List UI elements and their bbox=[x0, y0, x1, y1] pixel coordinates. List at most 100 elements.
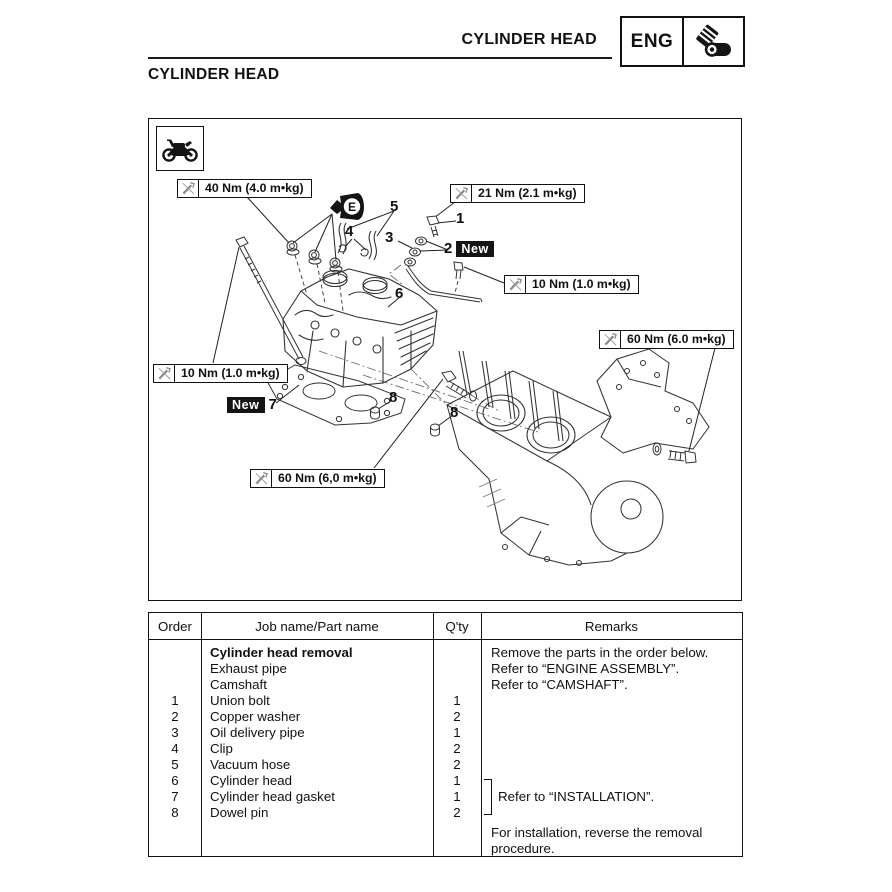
cell-name: Clip bbox=[210, 741, 233, 756]
cell-remark: Refer to “INSTALLATION”. bbox=[498, 789, 655, 804]
cell-order: 5 bbox=[171, 757, 179, 772]
new-badge: New bbox=[456, 241, 494, 257]
header-section-title: CYLINDER HEAD bbox=[461, 31, 597, 48]
cell-remark bbox=[481, 693, 742, 709]
col-header-remarks: Remarks bbox=[584, 618, 639, 634]
cell-remark bbox=[481, 725, 742, 741]
wrench-icon bbox=[251, 470, 272, 487]
cell-qty: 2 bbox=[453, 805, 461, 820]
cell-qty: 1 bbox=[453, 693, 461, 708]
torque-label-21nm: 21 Nm (2.1 m•kg) bbox=[450, 184, 585, 203]
table-row: 2 Copper washer 2 bbox=[149, 709, 742, 725]
callout-8a: 8 bbox=[389, 389, 398, 406]
cell-qty: 2 bbox=[453, 757, 461, 772]
cell-qty bbox=[433, 661, 481, 677]
callout-5: 5 bbox=[390, 198, 399, 215]
cell-order: 3 bbox=[171, 725, 179, 740]
cell-remark: Remove the parts in the order below. bbox=[491, 645, 709, 660]
cell-name: Cylinder head bbox=[210, 773, 293, 788]
chapter-tab-label: ENG bbox=[622, 18, 684, 65]
cell-remark: Refer to “CAMSHAFT”. bbox=[491, 677, 628, 692]
callout-6: 6 bbox=[395, 285, 404, 302]
table-row: Camshaft Refer to “CAMSHAFT”. bbox=[149, 677, 742, 693]
cell-remark: Refer to “ENGINE ASSEMBLY”. bbox=[491, 661, 680, 676]
engine-cylinder-icon bbox=[684, 18, 743, 65]
col-header-qty: Q'ty bbox=[445, 618, 469, 634]
col-header-job: Job name/Part name bbox=[255, 618, 379, 634]
cell-name: Dowel pin bbox=[210, 805, 269, 820]
torque-label-60nm-bottom: 60 Nm (6,0 m•kg) bbox=[250, 469, 385, 488]
cell-qty bbox=[433, 677, 481, 693]
rows-6-8-bracket bbox=[484, 779, 492, 815]
cell-qty: 1 bbox=[453, 773, 461, 788]
table-row: 4 Clip 2 bbox=[149, 741, 742, 757]
stud-bolt-drawing bbox=[235, 236, 307, 365]
callout-4: 4 bbox=[345, 223, 354, 240]
column-divider bbox=[481, 613, 483, 856]
wrench-icon bbox=[451, 185, 472, 202]
cell-order: 1 bbox=[171, 693, 179, 708]
cell-name: Copper washer bbox=[210, 709, 301, 724]
cell-order: 4 bbox=[171, 741, 179, 756]
torque-label-40nm: 40 Nm (4.0 m•kg) bbox=[177, 179, 312, 198]
engine-oil-icon: E bbox=[327, 191, 369, 223]
page-title: CYLINDER HEAD bbox=[148, 66, 280, 83]
exploded-view-diagram: 40 Nm (4.0 m•kg) 21 Nm (2.1 m•kg) 10 Nm … bbox=[148, 118, 742, 601]
wrench-icon bbox=[154, 365, 175, 382]
cell-order bbox=[149, 677, 201, 693]
table-row: 3 Oil delivery pipe 1 bbox=[149, 725, 742, 741]
callout-8b: 8 bbox=[450, 404, 459, 421]
cell-name: Cylinder head removal bbox=[210, 645, 353, 660]
cell-remark bbox=[481, 741, 742, 757]
exploded-view-drawing bbox=[212, 196, 716, 567]
torque-label-60nm-right: 60 Nm (6.0 m•kg) bbox=[599, 330, 734, 349]
torque-value: 21 Nm (2.1 m•kg) bbox=[478, 186, 577, 200]
col-header-order: Order bbox=[158, 618, 192, 634]
cylinder-head-drawing bbox=[282, 268, 438, 388]
new-badge: New bbox=[227, 397, 265, 413]
wrench-icon bbox=[505, 276, 526, 293]
chapter-tab: ENG bbox=[620, 16, 745, 67]
wrench-icon bbox=[600, 331, 621, 348]
cell-order: 6 bbox=[171, 773, 179, 788]
cell-qty: 2 bbox=[453, 709, 461, 724]
table-body: Cylinder head removal Remove the parts i… bbox=[149, 641, 742, 856]
table-header-row: Order Job name/Part name Q'ty Remarks bbox=[149, 613, 742, 640]
column-divider bbox=[433, 613, 435, 856]
cell-remark bbox=[481, 773, 742, 789]
leader-lines bbox=[212, 196, 716, 469]
cell-qty: 2 bbox=[453, 741, 461, 756]
table-row: 8 Dowel pin 2 bbox=[149, 805, 742, 821]
cell-order bbox=[149, 661, 201, 677]
torque-value: 60 Nm (6.0 m•kg) bbox=[627, 332, 726, 346]
oil-symbol-letter: E bbox=[348, 200, 356, 214]
callout-7: 7 bbox=[268, 396, 277, 413]
header-rule bbox=[148, 57, 612, 59]
cell-name: Exhaust pipe bbox=[210, 661, 287, 676]
engine-block-drawing bbox=[446, 348, 710, 567]
cell-order: 8 bbox=[171, 805, 179, 820]
cell-remark bbox=[481, 805, 742, 821]
table-row: 7 Cylinder head gasket 1 Refer to “INSTA… bbox=[149, 789, 742, 805]
cell-order: 7 bbox=[171, 789, 179, 804]
callout-7-group: New 7 bbox=[227, 397, 277, 413]
torque-value: 10 Nm (1.0 m•kg) bbox=[532, 277, 631, 291]
cell-name: Oil delivery pipe bbox=[210, 725, 305, 740]
cell-name: Camshaft bbox=[210, 677, 267, 692]
motorcycle-icon bbox=[162, 139, 198, 162]
cell-order bbox=[149, 645, 201, 661]
oil-pipe-drawing bbox=[404, 215, 483, 303]
callout-2: 2 bbox=[444, 240, 453, 257]
cell-qty: 1 bbox=[453, 725, 461, 740]
table-row: 5 Vacuum hose 2 bbox=[149, 757, 742, 773]
cell-remark bbox=[481, 709, 742, 725]
table-note-row: procedure. bbox=[149, 841, 742, 857]
table-note-row: For installation, reverse the removal bbox=[149, 825, 742, 841]
vacuum-hoses-drawing bbox=[337, 222, 377, 261]
table-row: 1 Union bolt 1 bbox=[149, 693, 742, 709]
torque-value: 60 Nm (6,0 m•kg) bbox=[278, 471, 377, 485]
note-line: For installation, reverse the removal bbox=[491, 825, 703, 840]
bolts-dowels-drawing bbox=[370, 370, 697, 464]
column-divider bbox=[201, 613, 203, 856]
callout-1: 1 bbox=[456, 210, 465, 227]
